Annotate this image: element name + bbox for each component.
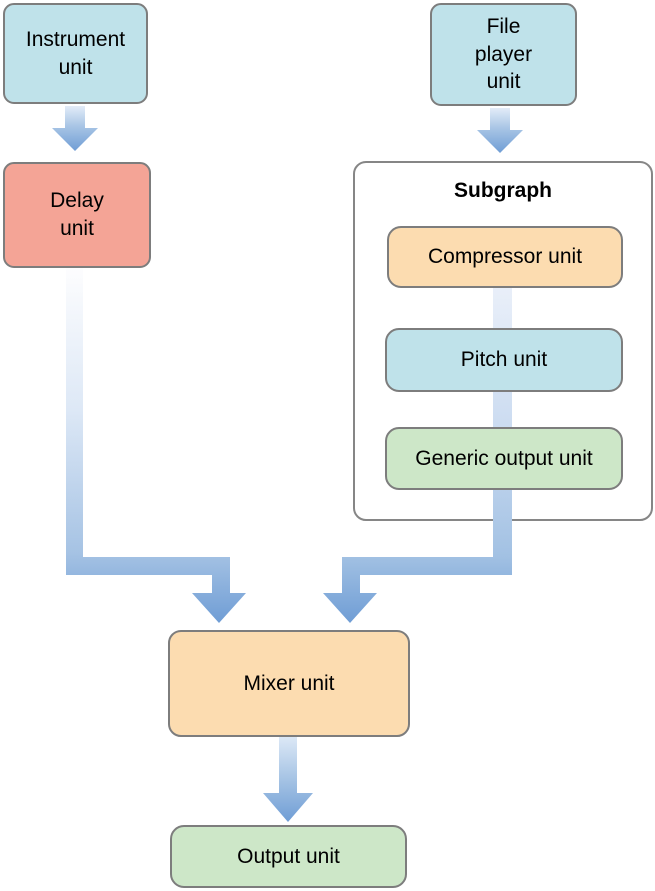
node-delay-unit: Delay unit bbox=[3, 162, 151, 268]
connector-subgraph-to-mixer bbox=[323, 288, 512, 623]
node-compressor-unit: Compressor unit bbox=[387, 226, 623, 288]
node-pitch-unit: Pitch unit bbox=[385, 328, 623, 392]
node-mixer-unit: Mixer unit bbox=[168, 630, 410, 737]
arrow-mixer-to-output bbox=[263, 737, 313, 822]
node-instrument-unit: Instrument unit bbox=[3, 3, 148, 104]
node-output-unit: Output unit bbox=[170, 825, 407, 888]
node-generic-output-unit: Generic output unit bbox=[385, 427, 623, 490]
subgraph-title: Subgraph bbox=[454, 179, 552, 202]
arrow-file-player-to-subgraph bbox=[477, 108, 523, 153]
arrow-instrument-to-delay bbox=[52, 106, 98, 151]
node-file-player-unit: File player unit bbox=[430, 3, 577, 106]
arrow-delay-to-mixer bbox=[66, 268, 246, 623]
